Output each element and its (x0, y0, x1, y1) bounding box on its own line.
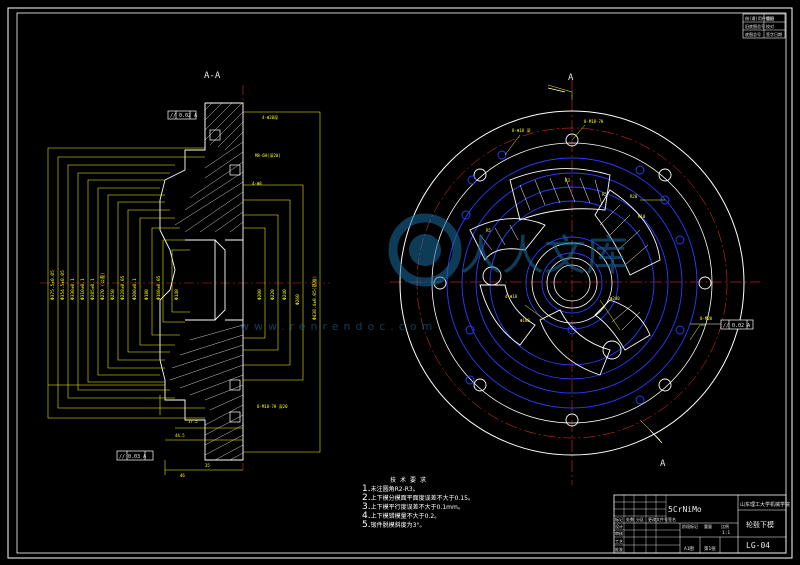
section-view-aa: A-A (40, 71, 330, 478)
svg-text:Φ260: Φ260 (295, 294, 301, 305)
svg-text:分区: 分区 (636, 516, 644, 522)
svg-text:工艺: 工艺 (615, 539, 623, 544)
svg-text:Φ438.4±0.05(基准): Φ438.4±0.05(基准) (311, 276, 318, 320)
tech-item-3: 3.上下模平行度误差不大于0.1mm。 (362, 502, 464, 512)
svg-text:Φ240: Φ240 (610, 296, 620, 301)
svg-text:4-Φ8: 4-Φ8 (252, 181, 262, 186)
box-r3c1: 底图总号 (745, 31, 761, 37)
svg-text:Φ180: Φ180 (144, 289, 150, 300)
svg-text:批准: 批准 (615, 546, 623, 552)
svg-text:审核: 审核 (615, 530, 623, 536)
svg-text:R10: R10 (638, 214, 646, 219)
box-r1c1: 借(通)用件登记 (745, 15, 774, 21)
sheet-border-inner (16, 12, 787, 554)
svg-text:签名: 签名 (668, 516, 676, 522)
svg-text:Φ140: Φ140 (174, 289, 180, 300)
title-block: 标记处数分区更改文件号签名 设计审核工艺批准 阶段标记重量比例 5CrNiMo … (613, 494, 790, 554)
plan-view: 8-Φ18 深 8-M18-7H R20 R10 R5 R3 R5 4-Φ18 … (390, 73, 760, 485)
svg-text:Φ250: Φ250 (110, 289, 116, 300)
svg-text:46: 46 (180, 473, 185, 478)
svg-text:// 0.02 A: // 0.02 A (170, 113, 197, 119)
svg-text:R3: R3 (565, 178, 570, 183)
sheet-border-outer (7, 7, 793, 559)
svg-text:35: 35 (205, 463, 210, 468)
svg-text:Φ285±0.1: Φ285±0.1 (90, 278, 96, 300)
svg-text:Φ270 (公差): Φ270 (公差) (99, 272, 106, 300)
svg-text:Φ200±0.1: Φ200±0.1 (132, 278, 138, 300)
svg-text:Φ310±0.1: Φ310±0.1 (80, 278, 86, 300)
svg-text:Φ160±0.05: Φ160±0.05 (156, 275, 162, 300)
svg-text:Φ330±0.1: Φ330±0.1 (70, 278, 76, 300)
scale: 1:1 (722, 530, 730, 536)
svg-text:R5: R5 (486, 228, 491, 233)
tech-requirements-title: 技术要求 (390, 477, 431, 484)
svg-text:更改文件号: 更改文件号 (648, 516, 668, 522)
svg-text:17.5: 17.5 (188, 419, 198, 424)
svg-text:重量: 重量 (704, 523, 712, 529)
svg-text:// 0.02 A: // 0.02 A (723, 323, 750, 329)
drawing-number: LG-04 (746, 541, 770, 550)
svg-text:标记: 标记 (615, 516, 623, 522)
watermark-url: www.renrendoc.com (240, 320, 437, 333)
svg-text:Φ228±0.05: Φ228±0.05 (120, 275, 126, 300)
svg-text:Φ354.5±0.05: Φ354.5±0.05 (60, 270, 66, 300)
company-name: 山东理工大学机械学院 (740, 501, 790, 508)
tech-item-4: 4.上下模错模量不大于0.2。 (362, 511, 441, 521)
svg-text:Φ180: Φ180 (520, 318, 530, 323)
part-name: 轮毂下模 (746, 520, 774, 529)
svg-text:R20: R20 (630, 194, 638, 199)
svg-text:比例: 比例 (721, 523, 729, 529)
watermark-text: 人人文库 (460, 231, 628, 280)
svg-text:处数: 处数 (626, 516, 634, 522)
svg-text:8-M18-7H 深20: 8-M18-7H 深20 (257, 403, 288, 409)
section-label: A-A (204, 71, 221, 81)
box-r1c2: 描图 (766, 15, 774, 21)
box-r2c1: 旧底图总号 (745, 23, 765, 29)
svg-text:Φ240: Φ240 (282, 289, 288, 300)
tech-item-1: 1.未注圆角R2-R3。 (362, 484, 419, 494)
svg-text:阶段标记: 阶段标记 (682, 523, 698, 529)
box-r3c2: 签字日期 (766, 31, 782, 37)
view-label-top: A (568, 73, 574, 83)
sheet-number: 第1张 (704, 545, 716, 552)
svg-text:8-Φ18 深: 8-Φ18 深 (512, 127, 530, 133)
top-right-box: 借(通)用件登记 描图 旧底图总号 校对 底图总号 签字日期 (742, 13, 786, 39)
watermark: 人人文库 www.renrendoc.com (240, 213, 628, 333)
svg-text:8-M20: 8-M20 (700, 316, 713, 321)
svg-text:4-Φ20深: 4-Φ20深 (262, 114, 278, 120)
sheet-size: A1图 (684, 546, 694, 552)
svg-text:Φ220: Φ220 (270, 289, 276, 300)
svg-text:// 0.03 A: // 0.03 A (119, 454, 146, 460)
box-r2c2: 校对 (766, 23, 774, 29)
svg-text:8-M18-7H: 8-M18-7H (584, 119, 604, 124)
view-label-bottom: A (660, 459, 666, 469)
svg-text:R5: R5 (602, 192, 607, 197)
svg-text:4-Φ18: 4-Φ18 (505, 294, 518, 299)
material: 5CrNiMo (668, 505, 702, 514)
svg-text:设计: 设计 (615, 523, 623, 529)
svg-text:Φ200: Φ200 (257, 289, 263, 300)
svg-text:Φ375.5±0.05: Φ375.5±0.05 (50, 270, 56, 300)
svg-text:44.5: 44.5 (175, 433, 185, 438)
tech-item-5: 5.锻件脱模斜度为3°。 (362, 520, 426, 530)
tech-item-2: 2.上下模分模面平面度误差不大于0.15。 (362, 493, 474, 503)
svg-text:M8-6H(深20): M8-6H(深20) (255, 152, 281, 158)
tech-requirements: 技术要求 1.未注圆角R2-R3。 2.上下模分模面平面度误差不大于0.15。 … (362, 476, 572, 530)
